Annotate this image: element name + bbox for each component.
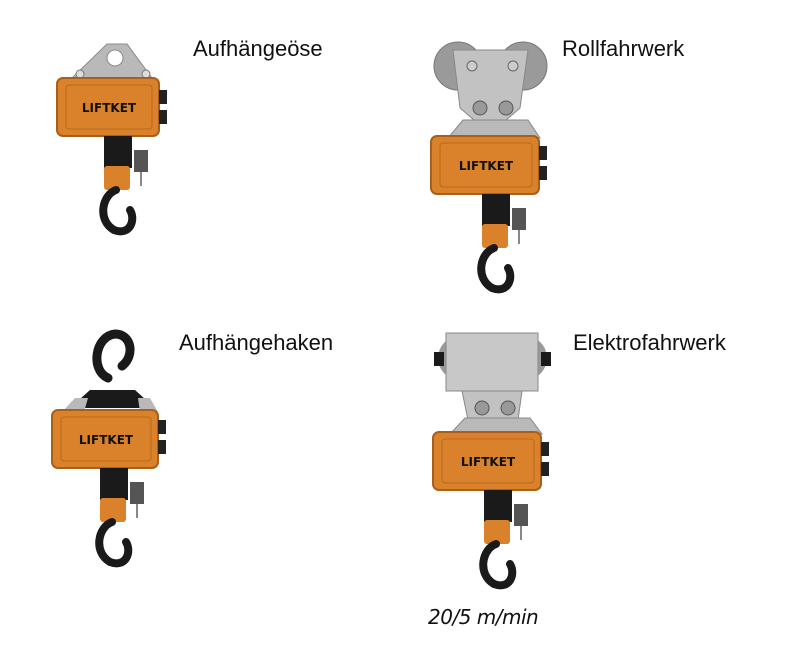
hoist-hook-suspension-image: LIFTKET	[50, 328, 170, 578]
hoist-electric-trolley-image: LIFTKET	[430, 330, 560, 595]
svg-text:LIFTKET: LIFTKET	[79, 433, 134, 447]
variant-label-eye: Aufhängeöse	[193, 36, 323, 61]
variant-label-push-trolley: Rollfahrwerk	[562, 36, 685, 61]
svg-text:LIFTKET: LIFTKET	[461, 455, 516, 469]
variant-label-hook: Aufhängehaken	[179, 330, 334, 355]
svg-text:LIFTKET: LIFTKET	[459, 159, 514, 173]
variant-label-electric-trolley: Elektrofahrwerk	[573, 330, 726, 355]
speed-label: 20/5 m/min	[428, 605, 539, 629]
hoist-push-trolley-image: LIFTKET	[428, 38, 558, 298]
svg-text:LIFTKET: LIFTKET	[82, 101, 137, 115]
hoist-eye-suspension-image: LIFTKET	[52, 40, 172, 240]
